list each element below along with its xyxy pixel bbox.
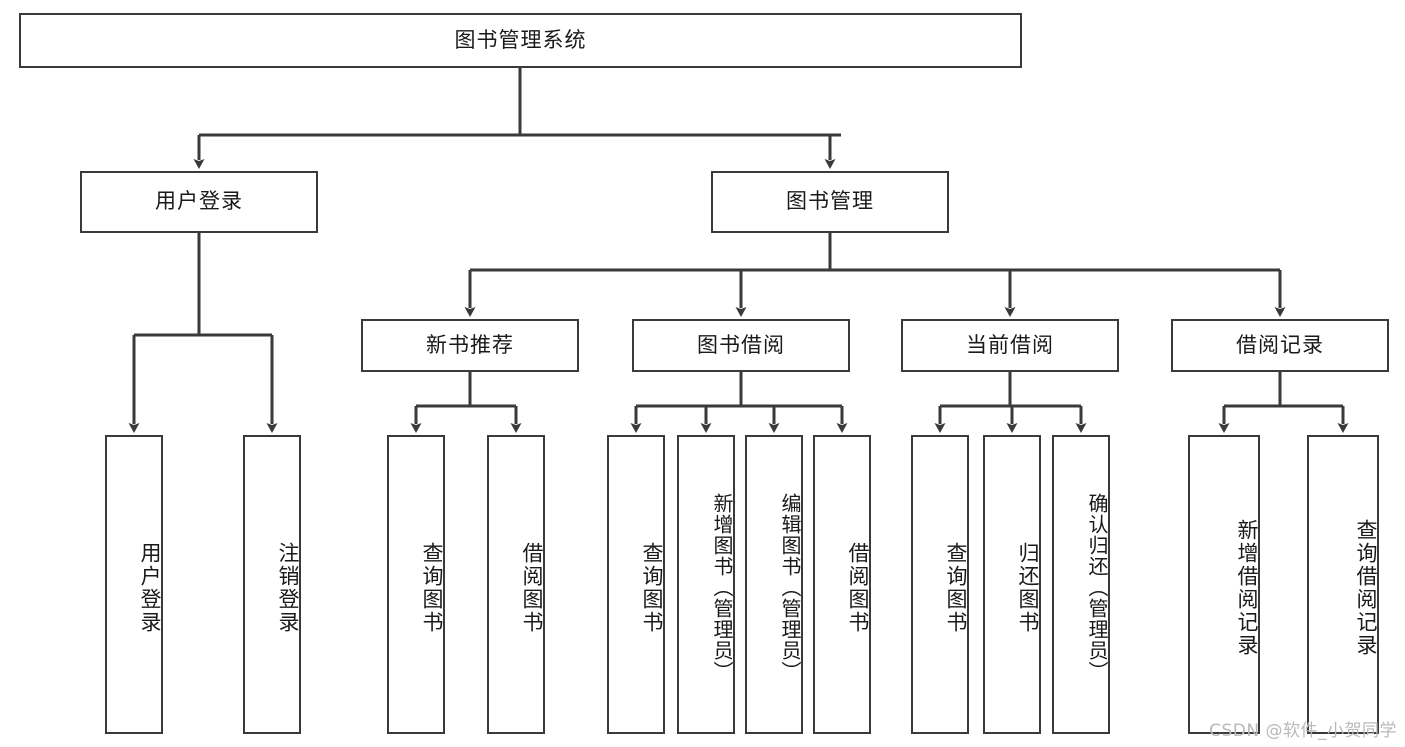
node-leaf-1[interactable]: 注销登录 — [243, 435, 301, 734]
node-level3-3[interactable]: 借阅记录 — [1171, 319, 1389, 372]
node-leaf-6[interactable]: 编辑图书（管理员） — [745, 435, 803, 734]
node-leaf-12[interactable]: 查询借阅记录 — [1307, 435, 1379, 734]
node-level2-0[interactable]: 用户登录 — [80, 171, 318, 233]
node-leaf-5[interactable]: 新增图书（管理员） — [677, 435, 735, 734]
node-leaf-0[interactable]: 用户登录 — [105, 435, 163, 734]
node-leaf-2[interactable]: 查询图书 — [387, 435, 445, 734]
node-leaf-3[interactable]: 借阅图书 — [487, 435, 545, 734]
watermark: CSDN @软件_小贺同学 — [1209, 721, 1397, 741]
node-root[interactable]: 图书管理系统 — [19, 13, 1022, 68]
node-level3-1[interactable]: 图书借阅 — [632, 319, 850, 372]
node-leaf-11[interactable]: 新增借阅记录 — [1188, 435, 1260, 734]
node-level3-2[interactable]: 当前借阅 — [901, 319, 1119, 372]
node-leaf-8[interactable]: 查询图书 — [911, 435, 969, 734]
node-level2-1[interactable]: 图书管理 — [711, 171, 949, 233]
node-level3-0[interactable]: 新书推荐 — [361, 319, 579, 372]
node-leaf-4[interactable]: 查询图书 — [607, 435, 665, 734]
node-leaf-7[interactable]: 借阅图书 — [813, 435, 871, 734]
node-leaf-10[interactable]: 确认归还（管理员） — [1052, 435, 1110, 734]
node-leaf-9[interactable]: 归还图书 — [983, 435, 1041, 734]
